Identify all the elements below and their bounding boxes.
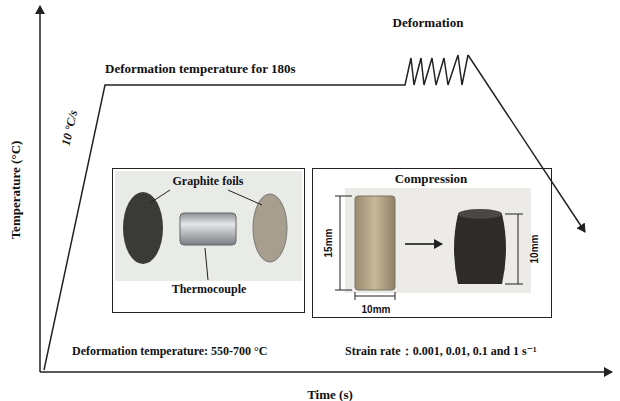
condition-note: Deformation temperature: 550-700 °C <box>72 345 268 358</box>
leader-line <box>205 248 208 280</box>
part-label: Graphite foils <box>173 175 244 188</box>
leader-line <box>150 190 170 203</box>
panel-heading: Compression <box>395 172 468 186</box>
photo-ground <box>345 188 531 293</box>
photo-panel: Compression 15mm 10mm 10mm <box>312 168 552 318</box>
heating-rate: 10 °C/s <box>60 109 81 147</box>
specimen-cylinder <box>180 213 236 245</box>
process-arrow <box>405 243 442 245</box>
x-axis <box>40 371 612 373</box>
specimen-before <box>355 196 395 290</box>
specimen-after <box>454 214 506 284</box>
photo-ground <box>115 171 302 281</box>
y-axis <box>39 6 41 372</box>
hold-annotation: Deformation temperature for 180s <box>105 62 296 76</box>
dimension-label: 10mm <box>529 235 540 264</box>
graphite-foil <box>253 194 287 262</box>
part-label: Thermocouple <box>172 283 247 296</box>
photo-panel: Graphite foilsThermocouple <box>112 168 305 313</box>
dimension-label: 15mm <box>323 229 334 258</box>
graphite-foil <box>123 192 163 264</box>
dimension-lines <box>335 196 523 300</box>
stage-annotation: Deformation <box>393 16 464 30</box>
condition-note: Strain rate：0.001, 0.01, 0.1 and 1 s⁻¹ <box>345 345 537 358</box>
leader-line <box>228 190 262 205</box>
specimen-top <box>458 209 502 219</box>
axis-title: Time (s) <box>307 388 353 401</box>
axis-title: Temperature (°C) <box>9 141 23 240</box>
dimension-label: 10mm <box>362 304 391 315</box>
